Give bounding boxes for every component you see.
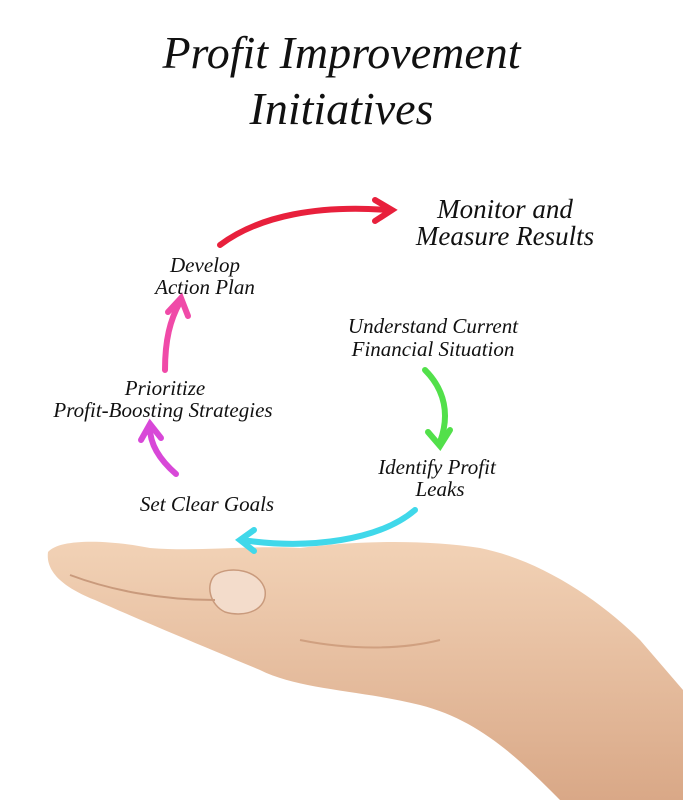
develop-label-2: Action Plan [155,275,255,299]
hand-image [47,541,683,800]
arrow-red [217,197,398,248]
title-line-2: Initiatives [249,83,434,134]
arrow-magenta [138,418,179,477]
understand-label-1: Understand Current [347,314,519,338]
identify-label-2: Leaks [415,477,465,501]
monitor-label-1: Monitor and [437,194,573,224]
develop-label-1: Develop [170,253,240,277]
arrow-green [422,367,453,452]
prioritize-label-1: Prioritize [124,376,206,400]
understand-label-2: Financial Situation [351,337,515,361]
goals-label: Set Clear Goals [139,492,275,516]
arrow-pink [162,292,191,373]
title-line-1: Profit Improvement [162,27,521,78]
prioritize-label-2: Profit-Boosting Strategies [53,398,273,422]
identify-label-1: Identify Profit [378,455,496,479]
monitor-label-2: Measure Results [415,221,595,251]
arrow-cyan [234,507,418,554]
